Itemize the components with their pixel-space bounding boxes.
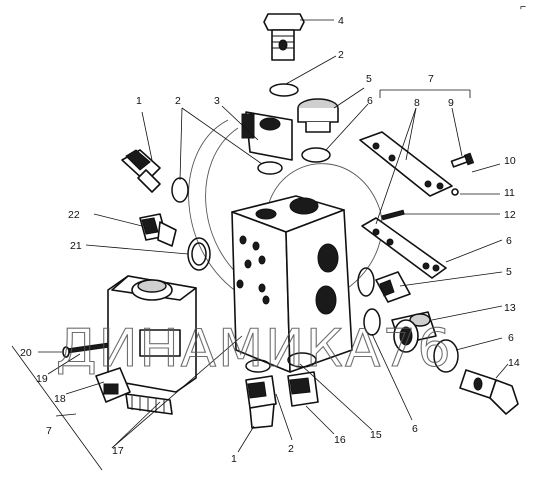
- seal-ring-top: [269, 83, 299, 97]
- callout-9: 9: [448, 97, 454, 109]
- plug-left: [139, 213, 177, 247]
- callout-2: 2: [338, 49, 344, 61]
- callout-1: 1: [136, 95, 142, 107]
- screw-12: [381, 209, 405, 221]
- o-ring-large-inner: [191, 242, 207, 266]
- callout-8: 8: [414, 97, 420, 109]
- callout-7: 7: [46, 425, 52, 437]
- callout-6: 6: [508, 332, 514, 344]
- callout-13: 13: [504, 302, 516, 314]
- callout-11: 11: [504, 187, 515, 199]
- seal-ring-right-lower: [363, 308, 381, 336]
- plug-right: [375, 271, 411, 303]
- fitting-bottom-left: [245, 375, 277, 429]
- callout-18: 18: [54, 393, 66, 405]
- seal-ring-right-top: [301, 147, 331, 163]
- callout-20: 20: [20, 347, 32, 359]
- banjo-bolt-top: [263, 13, 305, 61]
- callout-6: 6: [506, 235, 512, 247]
- seal-ring-bottom-left: [245, 359, 271, 373]
- bolt-9: [450, 152, 475, 168]
- callout-10: 10: [504, 155, 516, 167]
- screw-long: [62, 342, 109, 358]
- banjo-bolt-right: [459, 369, 519, 415]
- plug-top: [297, 98, 339, 133]
- seal-ring-mid: [257, 161, 283, 175]
- callout-16: 16: [334, 434, 346, 446]
- callout-22: 22: [68, 209, 80, 221]
- callout-12: 12: [504, 209, 516, 221]
- callout-6: 6: [367, 95, 373, 107]
- callout-6: 6: [412, 423, 418, 435]
- corner-mark: ⌐: [520, 1, 526, 13]
- solenoid-valve: [95, 275, 197, 415]
- fitting-left-upper: [121, 149, 161, 193]
- callout-21: 21: [70, 240, 82, 252]
- mounting-plate-upper: [359, 131, 453, 197]
- callout-2: 2: [288, 443, 294, 455]
- leader-lines: [11, 19, 509, 471]
- fitting-bottom-right: [287, 371, 319, 407]
- seal-ring-right: [357, 267, 375, 297]
- union-fitting: [241, 111, 293, 161]
- callout-17: 17: [112, 445, 124, 457]
- callout-1: 1: [231, 453, 237, 465]
- callout-labels: 4 2 5 6 1 2 3 7 8 9 10 11 12 22 21 6 5 1…: [20, 15, 520, 465]
- watermark-text: ДИНАМИКА76: [56, 319, 453, 379]
- callout-7: 7: [428, 73, 434, 85]
- seal-ring-bottom-right: [287, 352, 317, 368]
- callout-4: 4: [338, 15, 344, 27]
- banjo-fitting-right: [391, 311, 437, 353]
- callout-3: 3: [214, 95, 220, 107]
- callout-14: 14: [508, 357, 520, 369]
- callout-5: 5: [506, 266, 512, 278]
- callout-19: 19: [36, 373, 48, 385]
- mounting-plate-lower: [361, 217, 447, 279]
- valve-block-body: [231, 195, 353, 373]
- washer-11: [451, 188, 459, 196]
- callout-2: 2: [175, 95, 181, 107]
- callout-15: 15: [370, 429, 382, 441]
- callout-5: 5: [366, 73, 372, 85]
- seal-ring-far-right: [433, 339, 459, 373]
- seal-ring-left: [171, 177, 189, 203]
